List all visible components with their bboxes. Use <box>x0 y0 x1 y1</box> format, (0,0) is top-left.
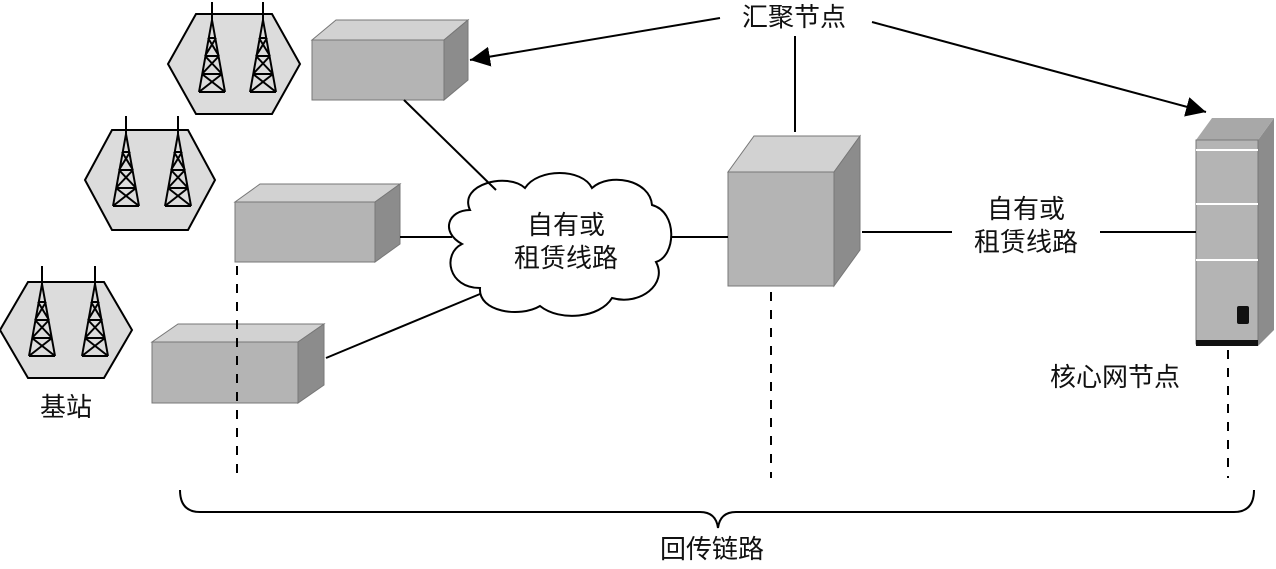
cloud-label-line1: 自有或 <box>526 211 605 241</box>
base-station-box-2 <box>233 183 402 263</box>
cloud-label: 自有或 租赁线路 <box>496 210 636 275</box>
base-station-cell-3 <box>0 265 134 379</box>
backhaul-brace <box>179 489 1255 529</box>
base-station-box-1 <box>310 18 470 102</box>
base-station-cell-2 <box>83 115 217 231</box>
aggregation-node-label: 汇聚节点 <box>742 3 847 33</box>
link-label-line1: 自有或 <box>986 195 1065 225</box>
link-label: 自有或 租赁线路 <box>956 194 1096 259</box>
link-label-line2: 租赁线路 <box>973 227 1078 258</box>
leased-line-cloud <box>448 172 673 317</box>
base-station-box-3 <box>150 323 326 404</box>
core-network-server <box>1195 118 1274 346</box>
base-station-cell-1 <box>166 1 302 115</box>
backhaul-dashed-lines <box>236 266 1229 478</box>
backhaul-label: 回传链路 <box>660 535 765 565</box>
aggregation-node-box <box>727 134 861 288</box>
core-node-label: 核心网节点 <box>1050 363 1181 393</box>
connection-lines <box>325 17 1207 359</box>
base-station-label: 基站 <box>40 393 93 423</box>
cloud-label-line2: 租赁线路 <box>513 243 618 274</box>
